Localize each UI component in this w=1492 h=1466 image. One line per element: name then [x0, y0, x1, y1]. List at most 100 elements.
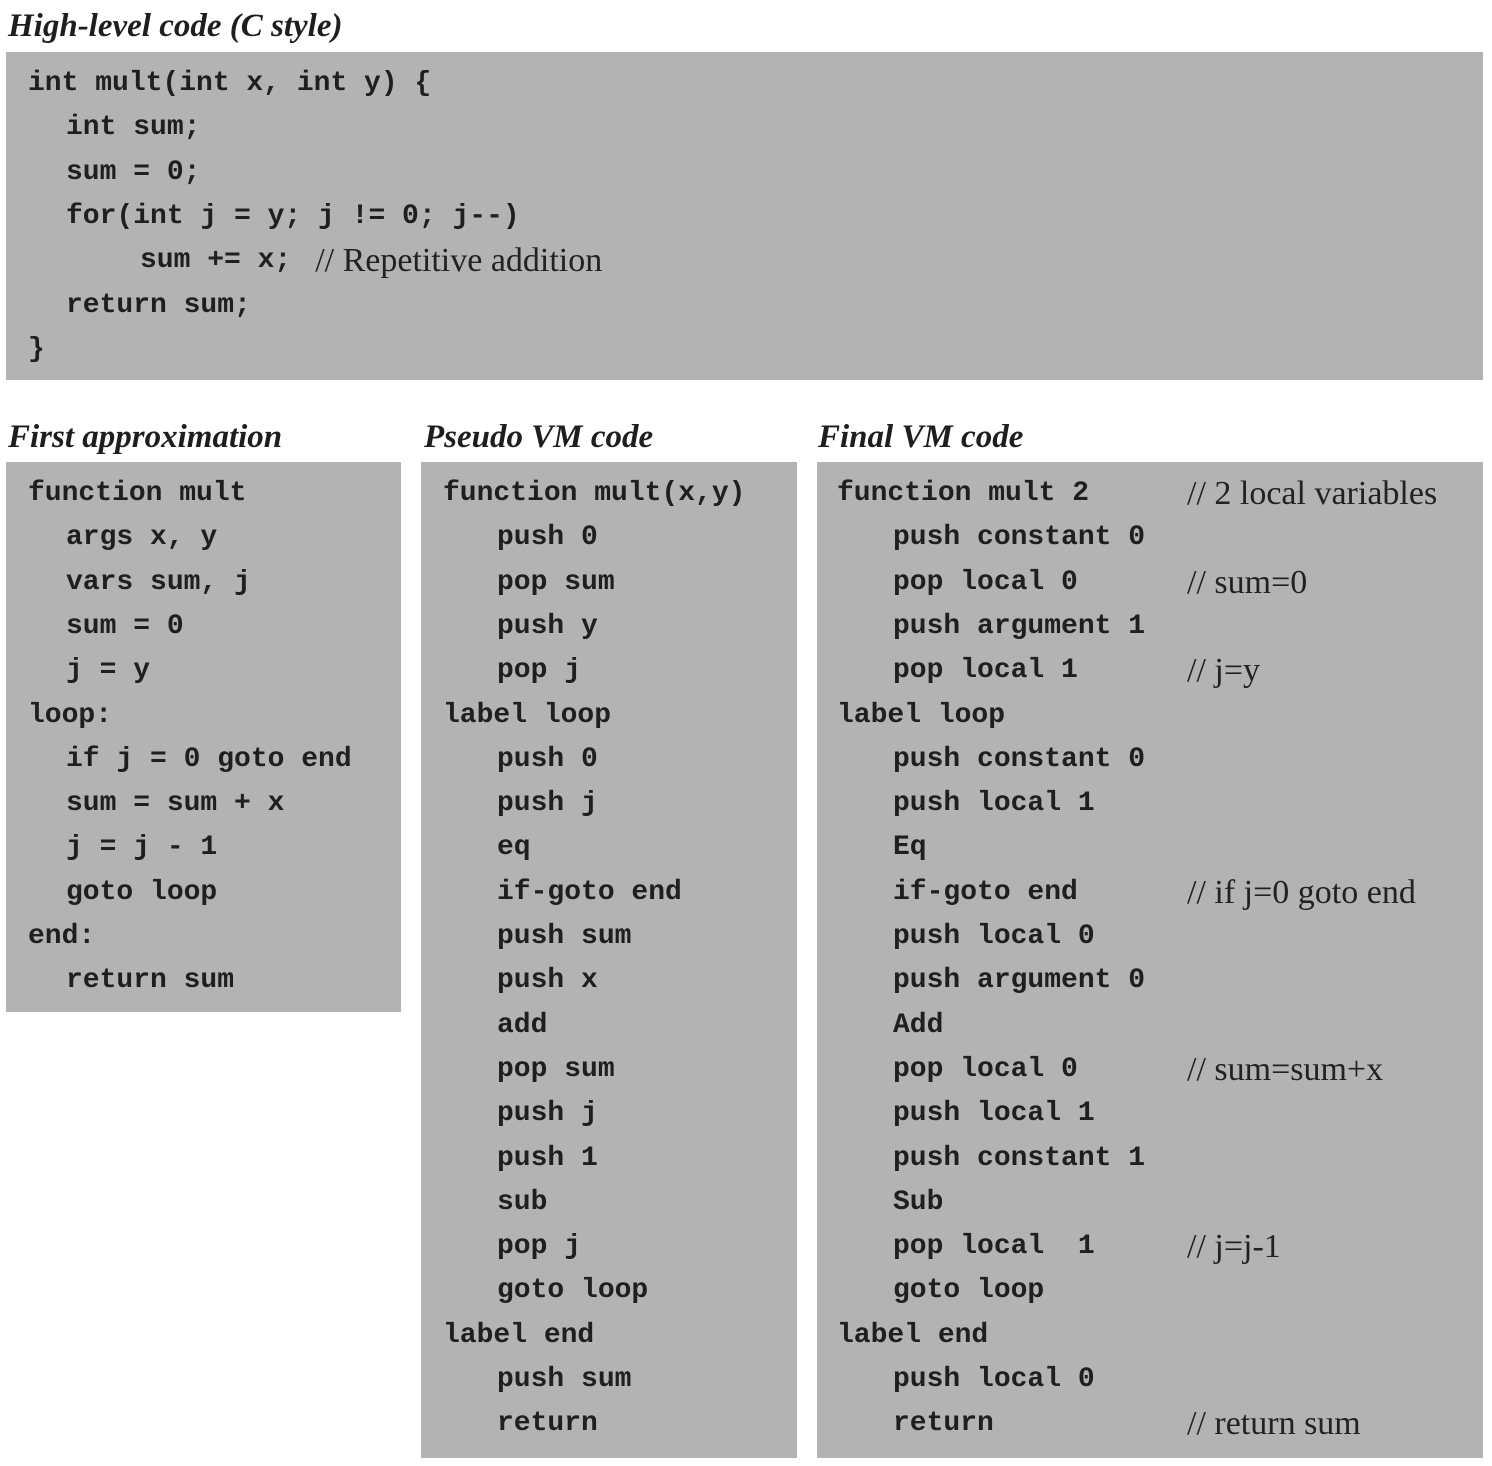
high-level-code-line: int mult(int x, int y) {: [6, 62, 1483, 106]
final-vm-code-line: if-goto end// if j=0 goto end: [817, 871, 1483, 915]
code-text: function mult: [28, 478, 247, 509]
code-text: label end: [837, 1319, 989, 1351]
final-vm-code-line: Add: [817, 1004, 1483, 1048]
code-text: sub: [497, 1186, 548, 1218]
pseudo-vm-code-line: sub: [421, 1181, 797, 1225]
code-text: function mult(x,y): [443, 478, 746, 509]
final-vm-code-line: goto loop: [817, 1269, 1483, 1313]
pseudo-vm-code-line: eq: [421, 826, 797, 870]
final-vm-code-line: pop local 0// sum=0: [817, 561, 1483, 605]
pseudo-vm-code-line: push y: [421, 605, 797, 649]
code-text: function mult 2: [837, 478, 1090, 509]
pseudo-vm-code-line: pop j: [421, 1225, 797, 1269]
code-text: push argument 0: [893, 965, 1146, 997]
pseudo-vm-code-line: pop sum: [421, 1048, 797, 1092]
code-text: push 0: [497, 522, 598, 554]
high-level-code-panel: int mult(int x, int y) {int sum;sum = 0;…: [6, 52, 1483, 380]
code-text: push constant 0: [893, 743, 1146, 775]
code-text: Eq: [893, 832, 927, 864]
code-text: pop local 0: [893, 1053, 1078, 1085]
final-vm-code-line: return// return sum: [817, 1402, 1483, 1446]
pseudo-vm-code-line: push 0: [421, 516, 797, 560]
code-comment: // if j=0 goto end: [1187, 873, 1416, 911]
pseudo-vm-code-line: pop j: [421, 649, 797, 693]
code-text: Add: [893, 1009, 944, 1041]
first-approx-code-line: j = y: [6, 649, 401, 693]
code-comment: // return sum: [1187, 1405, 1361, 1443]
code-text: eq: [497, 832, 531, 864]
final-vm-code-line: function mult 2// 2 local variables: [817, 472, 1483, 516]
code-text: sum = 0: [66, 610, 184, 642]
final-vm-code-line: push constant 0: [817, 738, 1483, 782]
code-text: sum += x;: [140, 245, 292, 277]
first-approx-code-line: j = j - 1: [6, 826, 401, 870]
code-text: push x: [497, 965, 598, 997]
pseudo-vm-code-line: function mult(x,y): [421, 472, 797, 516]
first-approx-code-line: goto loop: [6, 871, 401, 915]
code-text: push local 1: [893, 788, 1095, 820]
high-level-heading: High-level code (C style): [8, 8, 343, 44]
first-approx-code-line: end:: [6, 915, 401, 959]
code-text: push local 0: [893, 921, 1095, 952]
pseudo-vm-code-line: if-goto end: [421, 871, 797, 915]
high-level-code-line: sum = 0;: [6, 151, 1483, 195]
first-approx-code-line: args x, y: [6, 516, 401, 560]
first-approx-code-line: if j = 0 goto end: [6, 738, 401, 782]
code-text: pop local 1: [893, 655, 1078, 687]
code-text: pop j: [497, 1231, 582, 1263]
code-text: j = j - 1: [66, 832, 218, 864]
code-text: pop sum: [497, 1053, 615, 1085]
code-text: push 0: [497, 743, 598, 775]
code-text: push sum: [497, 1364, 632, 1395]
final-vm-code-line: push constant 1: [817, 1137, 1483, 1181]
code-text: push j: [497, 788, 598, 820]
code-text: vars sum, j: [66, 566, 251, 598]
pseudo-vm-code-line: goto loop: [421, 1269, 797, 1313]
code-text: push y: [497, 610, 598, 642]
code-text: add: [497, 1009, 548, 1041]
final-vm-code-line: push local 0: [817, 1358, 1483, 1402]
final-vm-code-line: push local 1: [817, 1092, 1483, 1136]
code-text: pop j: [497, 655, 582, 687]
code-text: args x, y: [66, 522, 218, 554]
final-vm-code-line: pop local 1// j=y: [817, 649, 1483, 693]
pseudo-vm-code-line: push sum: [421, 1358, 797, 1402]
code-text: if j = 0 goto end: [66, 743, 352, 775]
code-text: goto loop: [497, 1275, 649, 1307]
code-text: sum = sum + x: [66, 788, 285, 820]
code-comment: // sum=sum+x: [1187, 1050, 1384, 1088]
pseudo-vm-code-line: label end: [421, 1314, 797, 1358]
code-text: Sub: [893, 1186, 944, 1218]
pseudo-vm-code-line: push x: [421, 959, 797, 1003]
code-comment: // sum=0: [1187, 563, 1308, 601]
code-text: label loop: [443, 699, 612, 731]
code-text: if-goto end: [497, 876, 682, 908]
code-text: end:: [28, 921, 96, 952]
pseudo-vm-code-line: push j: [421, 1092, 797, 1136]
final-vm-code-line: push argument 0: [817, 959, 1483, 1003]
first-approximation-heading: First approximation: [8, 419, 283, 455]
pseudo-vm-panel: function mult(x,y) push 0 pop sum push y pop…: [421, 462, 797, 1458]
pseudo-vm-code-line: push 0: [421, 738, 797, 782]
high-level-code-line: sum += x;// Repetitive addition: [6, 239, 1483, 283]
final-vm-code-line: label loop: [817, 694, 1483, 738]
first-approx-code-line: vars sum, j: [6, 561, 401, 605]
pseudo-vm-code-line: push sum: [421, 915, 797, 959]
first-approx-code-line: sum = sum + x: [6, 782, 401, 826]
code-text: }: [28, 333, 45, 365]
code-text: return sum: [66, 965, 235, 997]
final-vm-code-line: push local 0: [817, 915, 1483, 959]
final-vm-code-line: push constant 0: [817, 516, 1483, 560]
high-level-code-line: }: [6, 328, 1483, 372]
code-text: label end: [443, 1319, 595, 1351]
code-text: goto loop: [66, 876, 218, 908]
high-level-code-line: for(int j = y; j != 0; j--): [6, 195, 1483, 239]
pseudo-vm-code-line: push j: [421, 782, 797, 826]
final-vm-code-line: Sub: [817, 1181, 1483, 1225]
final-vm-code-line: push argument 1: [817, 605, 1483, 649]
code-text: loop:: [28, 699, 113, 731]
final-vm-code-line: pop local 0 // sum=sum+x: [817, 1048, 1483, 1092]
code-text: return sum;: [66, 289, 251, 321]
final-vm-code-line: pop local 1// j=j-1: [817, 1225, 1483, 1269]
final-vm-code-line: label end: [817, 1314, 1483, 1358]
